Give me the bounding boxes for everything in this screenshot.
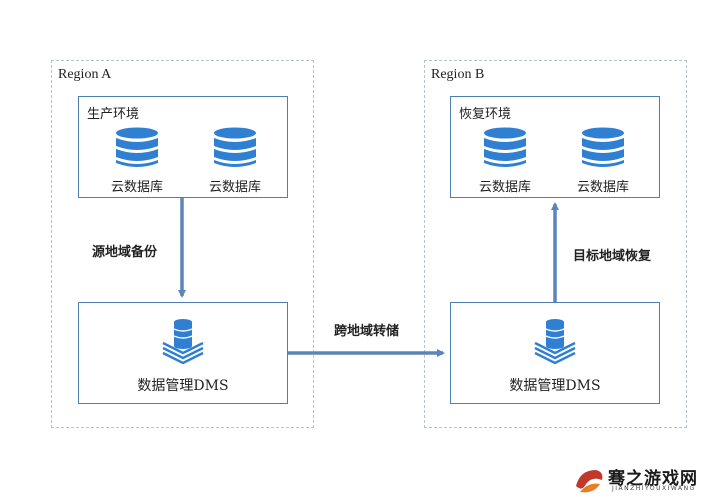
region-a: Region A bbox=[51, 60, 314, 428]
production-environment-title: 生产环境 bbox=[87, 107, 140, 122]
watermark-subtext: JIANZHIYOUXIWANG bbox=[612, 485, 696, 492]
watermark-icon bbox=[576, 470, 603, 493]
database-label: 云数据库 bbox=[110, 180, 163, 195]
watermark-logo: 骞之游戏网 JIANZHIYOUXIWANG bbox=[572, 462, 712, 500]
region-b: Region B bbox=[424, 60, 687, 428]
database-icon bbox=[484, 127, 526, 167]
source-backup-label: 源地域备份 bbox=[92, 245, 158, 260]
recovery-environment-box: 恢复环境 bbox=[450, 96, 660, 198]
dms-label-a: 数据管理DMS bbox=[137, 378, 229, 394]
dms-icon bbox=[162, 319, 204, 364]
dms-icon bbox=[534, 319, 576, 364]
region-a-label: Region A bbox=[58, 67, 112, 82]
dms-label-b: 数据管理DMS bbox=[509, 378, 601, 394]
cross-region-transfer-label: 跨地域转储 bbox=[334, 324, 400, 339]
database-icon bbox=[214, 127, 256, 167]
database-icon bbox=[582, 127, 624, 167]
watermark-text: 骞之游戏网 bbox=[608, 469, 698, 489]
database-label: 云数据库 bbox=[208, 180, 261, 195]
database-label: 云数据库 bbox=[576, 180, 629, 195]
database-icon bbox=[116, 127, 158, 167]
recovery-environment-title: 恢复环境 bbox=[459, 107, 512, 122]
database-label: 云数据库 bbox=[478, 180, 531, 195]
target-restore-label: 目标地域恢复 bbox=[573, 249, 652, 264]
region-b-label: Region B bbox=[431, 67, 485, 82]
